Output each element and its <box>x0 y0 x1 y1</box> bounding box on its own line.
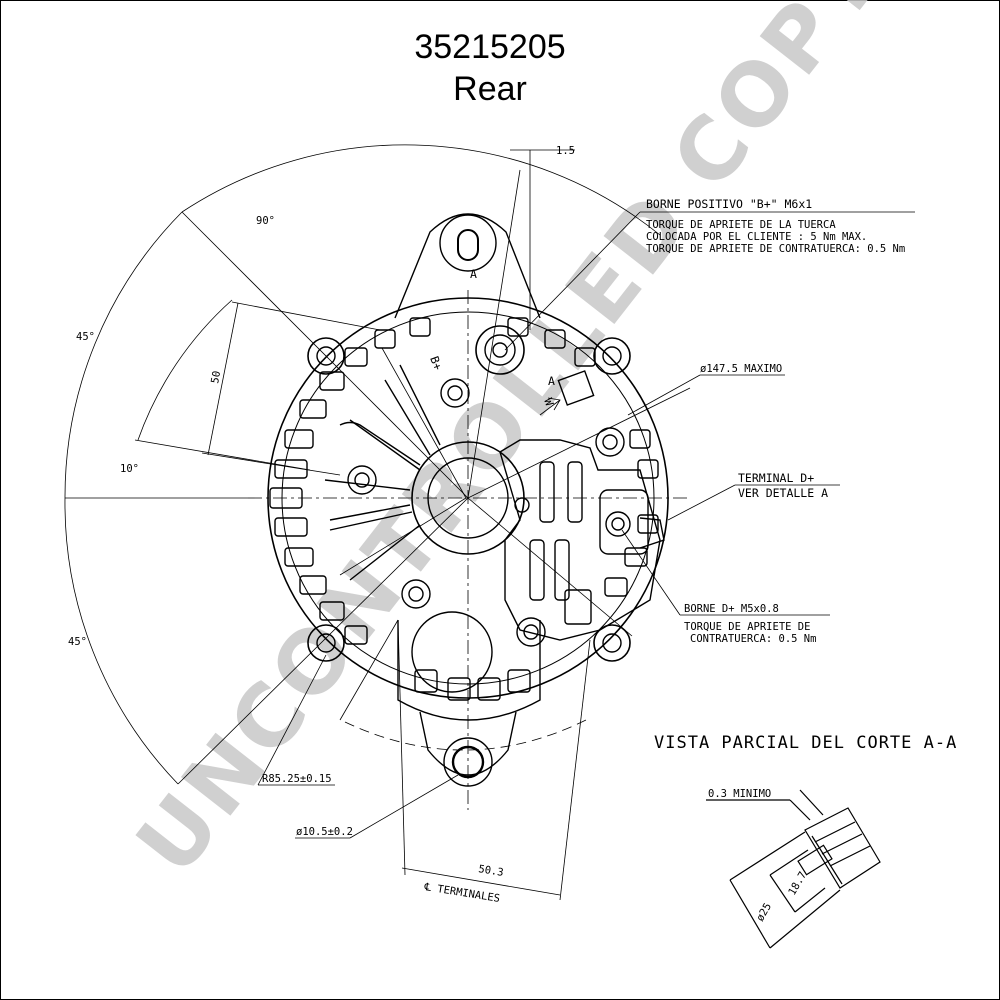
dim-offset-1-5: 1.5 <box>556 145 575 157</box>
terminal-d-sub: VER DETALLE A <box>738 486 828 500</box>
dim-hole-diameter: ø10.5±0.2 <box>296 826 353 838</box>
dim-diameter-25: ø25 <box>754 901 774 923</box>
b-plus-line-1: TORQUE DE APRIETE DE LA TUERCA <box>646 219 836 231</box>
mark-w: W <box>541 396 557 407</box>
dim-terminal-spacing: 50.3 <box>478 863 505 879</box>
part-number: 35215205 <box>414 28 566 66</box>
section-marker-a-right: A <box>548 374 555 388</box>
terminal-d-title: TERMINAL D+ <box>738 471 814 485</box>
construction-lines <box>64 144 915 901</box>
dim-min-gap: 0.3 MINIMO <box>708 788 771 800</box>
section-marker-a-top: A <box>470 267 477 281</box>
section-title: VISTA PARCIAL DEL CORTE A-A <box>654 733 957 753</box>
dim-max-diameter: ø147.5 MAXIMO <box>700 363 782 375</box>
dim-centerline-terminals: ℄ TERMINALES <box>423 881 501 905</box>
dim-angle-45-top: 45° <box>76 331 95 343</box>
dim-radius: R85.25±0.15 <box>262 773 332 785</box>
view-title: Rear <box>453 70 527 108</box>
mark-b-plus: B+ <box>427 354 445 372</box>
dim-angle-45-bottom: 45° <box>68 636 87 648</box>
borne-d-title: BORNE D+ M5x0.8 <box>684 603 779 615</box>
b-plus-title: BORNE POSITIVO "B+" M6x1 <box>646 197 812 211</box>
b-plus-line-2: COLOCADA POR EL CLIENTE : 5 Nm MAX. <box>646 231 867 243</box>
dim-angle-90: 90° <box>256 215 275 227</box>
section-view-a-a <box>706 789 881 949</box>
dim-height-50: 50 <box>209 370 223 385</box>
dim-18-7: 18.7 <box>786 870 809 898</box>
b-plus-line-3: TORQUE DE APRIETE DE CONTRATUERCA: 0.5 N… <box>646 243 905 255</box>
labels: 1.5 90° 45° 45° 10° 50 ø147.5 MAXIMO R85… <box>68 145 957 924</box>
dim-angle-10: 10° <box>120 463 139 475</box>
borne-d-line-1: TORQUE DE APRIETE DE <box>684 621 810 633</box>
borne-d-line-2: CONTRATUERCA: 0.5 Nm <box>690 633 816 645</box>
